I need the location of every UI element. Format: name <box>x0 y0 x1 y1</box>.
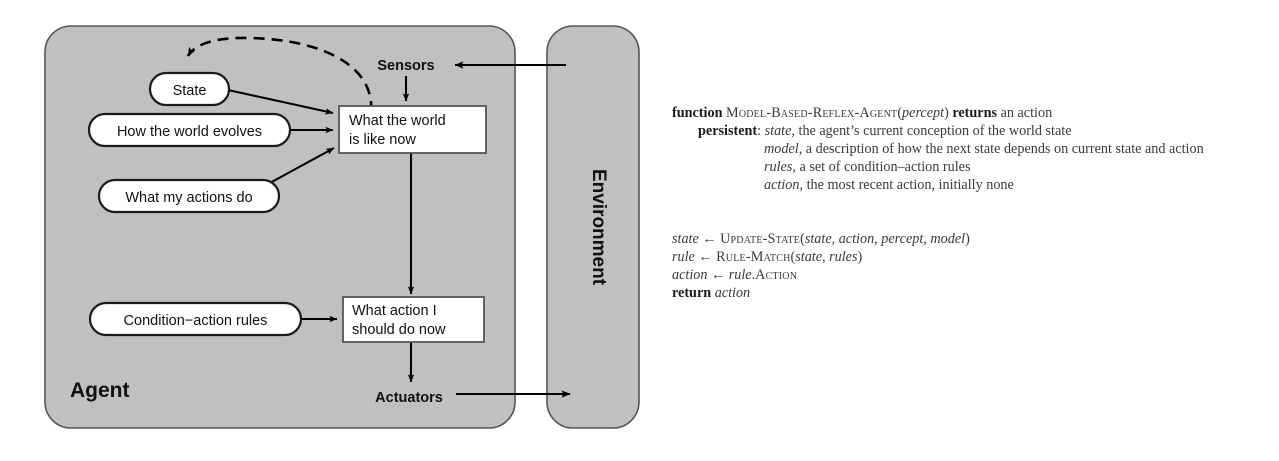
paren-close-3: ) <box>857 249 863 265</box>
node-condition-action-rules-label: Condition−action rules <box>124 313 268 329</box>
agent-container <box>44 25 516 429</box>
pseudocode-blank-line <box>672 194 1272 212</box>
paren-close: ) <box>944 105 949 121</box>
paren-open-2: ( <box>800 231 805 247</box>
node-how-the-world-evolves-label: How the world evolves <box>117 124 262 140</box>
arrow-actions-do-to-world-state <box>267 147 335 185</box>
paren-open: ( <box>897 105 903 121</box>
assign-lhs-action: action <box>672 267 708 283</box>
node-state-label: State <box>173 83 207 99</box>
keyword-function: function <box>672 105 723 121</box>
persistent-colon: : <box>757 123 762 139</box>
call-rule-match: Rule-Match <box>716 249 791 265</box>
state-description: , the agent’s current conception of the … <box>791 123 1072 139</box>
assign-arrow-3: ← <box>711 267 726 283</box>
returns-tail: an action <box>1000 105 1053 121</box>
environment-container <box>546 25 640 429</box>
node-what-the-world-is-like-now: What the world is like now <box>338 105 487 154</box>
sensors-label: Sensors <box>377 58 434 74</box>
agent-architecture-diagram: Agent Environment Sensors Actuators <box>44 25 640 429</box>
node-state: State <box>148 71 231 107</box>
dashed-feedback-world-state-to-state <box>186 36 373 113</box>
assign-arrow-1: ← <box>702 231 717 247</box>
node-what-action-i-should-do-now-line1: What action I <box>352 303 437 319</box>
agent-label: Agent <box>70 379 130 402</box>
pseudocode-line-rule-match: rule ← Rule-Match(state, rules) <box>672 248 1272 266</box>
node-what-the-world-is-like-now-line1: What the world <box>349 113 446 129</box>
pseudocode-line-update-state: state ← Update-State(state, action, perc… <box>672 230 1272 248</box>
field-action: Action <box>755 267 798 283</box>
pseudocode-block: function Model-Based-Reflex-Agent(percep… <box>672 104 1272 302</box>
args-rule-match: state, rules <box>795 249 858 265</box>
environment-label: Environment <box>588 169 609 286</box>
keyword-return: return <box>672 285 712 301</box>
paren-close-2: ) <box>965 231 970 247</box>
node-what-the-world-is-like-now-line2: is like now <box>349 132 416 148</box>
actuators-label: Actuators <box>375 390 443 406</box>
procedure-name: Model-Based-Reflex-Agent <box>726 105 898 121</box>
var-action: action <box>764 177 800 193</box>
keyword-persistent: persistent <box>698 123 758 139</box>
assign-lhs-state: state <box>672 231 699 247</box>
pseudocode-line-rules: rules, a set of condition–action rules <box>672 158 1272 176</box>
node-how-the-world-evolves: How the world evolves <box>87 112 292 148</box>
call-update-state: Update-State <box>720 231 801 247</box>
return-value-action: action <box>714 285 751 301</box>
assign-arrow-2: ← <box>698 249 713 265</box>
args-update-state: state, action, percept, model <box>804 231 966 247</box>
pseudocode-line-model: model, a description of how the next sta… <box>672 140 1272 158</box>
node-what-action-i-should-do-now-line2: should do now <box>352 322 446 338</box>
paren-open-3: ( <box>790 249 796 265</box>
assign-lhs-rule: rule <box>672 249 695 265</box>
node-what-my-actions-do-label: What my actions do <box>125 190 252 206</box>
pseudocode-line-function: function Model-Based-Reflex-Agent(percep… <box>672 104 1272 122</box>
rules-description: , a set of condition–action rules <box>792 159 971 175</box>
pseudocode-line-rule-action: action ← rule.Action <box>672 266 1272 284</box>
keyword-returns: returns <box>952 105 998 121</box>
object-rule: rule <box>728 267 752 283</box>
node-what-my-actions-do: What my actions do <box>97 178 281 214</box>
pseudocode-line-return: return action <box>672 284 1272 302</box>
arrow-state-to-world-state <box>227 88 334 115</box>
pseudocode-blank-line-2 <box>672 212 1272 230</box>
var-model: model <box>764 141 799 157</box>
node-what-action-i-should-do-now: What action I should do now <box>342 296 485 343</box>
var-state: state <box>764 123 792 139</box>
node-condition-action-rules: Condition−action rules <box>88 301 303 337</box>
var-rules: rules <box>764 159 793 175</box>
param-percept: percept <box>902 105 945 121</box>
model-description: , a description of how the next state de… <box>798 141 1204 157</box>
action-description: , the most recent action, initially none <box>799 177 1014 193</box>
field-dot: . <box>751 267 756 283</box>
pseudocode-line-action: action, the most recent action, initiall… <box>672 176 1272 194</box>
pseudocode-line-persistent-state: persistent: state, the agent’s current c… <box>672 122 1272 140</box>
